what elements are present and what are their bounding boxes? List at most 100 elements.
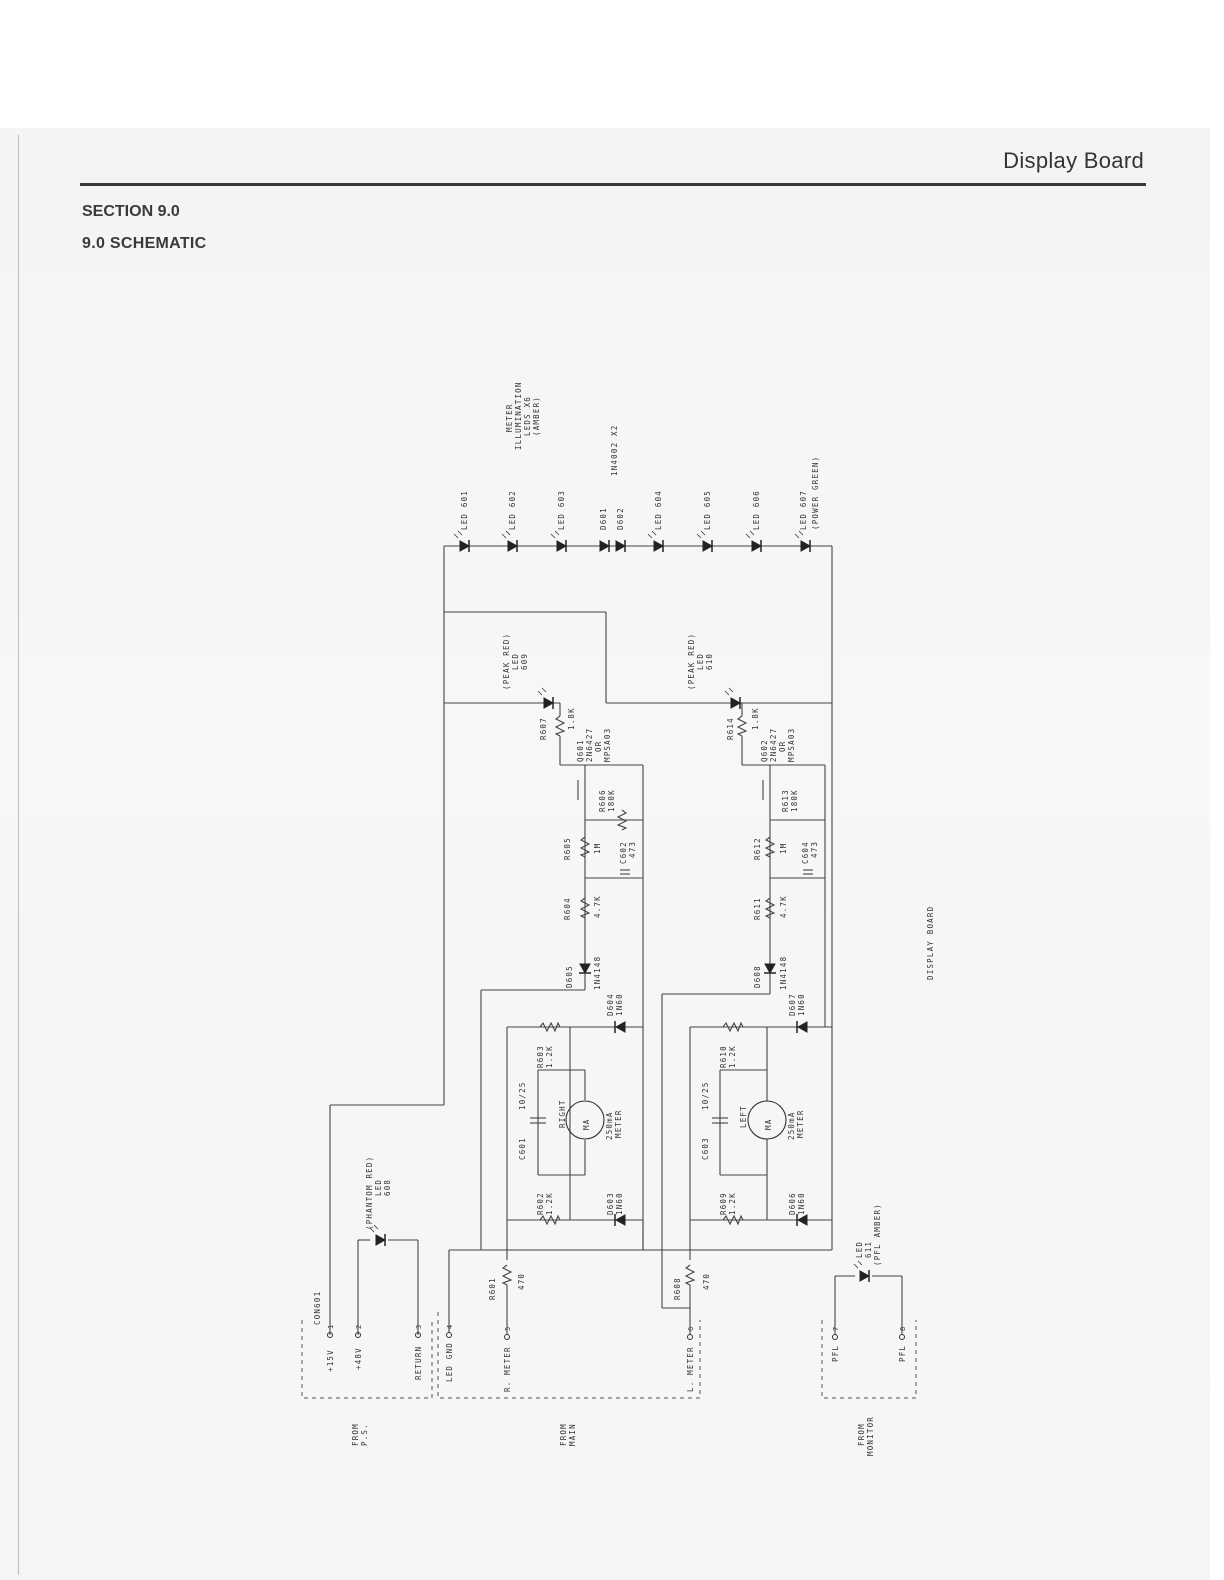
pin-num: 7: [832, 1326, 840, 1331]
led-label: LED 605: [703, 490, 712, 530]
r613-label: R613: [781, 789, 790, 812]
r607-label: R607: [539, 717, 548, 740]
c601-value: 10/25: [518, 1081, 527, 1110]
pin-num: 6: [687, 1326, 695, 1331]
pin-name: RETURN: [414, 1346, 423, 1380]
r601-label: R601: [488, 1277, 497, 1300]
led-609-icon: [537, 687, 554, 710]
q601-alt: MPSA03: [603, 728, 612, 762]
r613-value: 180K: [790, 789, 799, 812]
r604-label: R604: [563, 897, 572, 920]
r608-value: 470: [702, 1273, 711, 1290]
pin-name: LED GND: [445, 1342, 454, 1382]
r607-icon: [555, 715, 565, 737]
d604-icon: [614, 1020, 626, 1034]
header-rule: [80, 183, 1146, 186]
c604-value: 473: [810, 841, 819, 858]
q602-alt: MPSA03: [787, 728, 796, 762]
led-601-icon: [453, 530, 470, 553]
r607-value: 1.8K: [567, 707, 576, 730]
phantom-led-label: 608: [383, 1179, 392, 1196]
r611-value: 4.7K: [779, 895, 788, 918]
diode-label: D602: [616, 507, 625, 530]
section-label: SECTION 9.0: [82, 203, 180, 220]
r601-icon: [502, 1264, 512, 1286]
led-604-icon: [647, 530, 664, 553]
c602-label: C602: [619, 841, 628, 864]
r604-value: 4.7K: [593, 895, 602, 918]
meter-right-sym: MA: [582, 1119, 591, 1130]
pin-name: PFL: [831, 1345, 840, 1362]
led-605-icon: [696, 530, 713, 553]
pin-name: +15V: [326, 1349, 335, 1372]
r610-value: 1.2K: [728, 1045, 737, 1068]
page-background: [0, 128, 1210, 1580]
meter-left-value: 250mA: [787, 1111, 796, 1140]
led-label: LED 602: [508, 490, 517, 530]
r602-value: 1.2K: [545, 1192, 554, 1215]
led-611-icon: [853, 1260, 870, 1283]
q602-label: Q602: [760, 739, 769, 762]
r614-value: 1.8K: [751, 707, 760, 730]
meter-left-name: LEFT: [739, 1105, 748, 1128]
meter-left-icon: [747, 1100, 787, 1140]
peak-led-label: LED: [696, 653, 705, 670]
c603-value: 10/25: [701, 1081, 710, 1110]
meter-note: ILLUMINATION: [514, 381, 523, 450]
source-label: P.S.: [360, 1423, 369, 1446]
diode-label: D601: [599, 507, 608, 530]
source-label: FROM: [857, 1423, 866, 1446]
header-title: Display Board: [1003, 148, 1144, 173]
pin-name: +48V: [354, 1347, 363, 1370]
q601-type: 2N6427: [585, 728, 594, 762]
led-label: LED 606: [752, 490, 761, 530]
d608-icon: [763, 963, 777, 974]
board-label: DISPLAY BOARD: [926, 906, 935, 980]
d606-label: D606: [788, 1192, 797, 1215]
d607-label: D607: [788, 993, 797, 1016]
led-label: LED 603: [557, 490, 566, 530]
meter-left-word: METER: [796, 1109, 805, 1138]
peak-led-label: 609: [520, 653, 529, 670]
led-603-icon: [550, 530, 567, 553]
led-label: (POWER GREEN): [811, 456, 820, 530]
r606-value: 180K: [607, 789, 616, 812]
r609-label: R609: [719, 1192, 728, 1215]
r608-icon: [685, 1264, 695, 1286]
r603-label: R603: [536, 1045, 545, 1068]
led-610-icon: [724, 687, 741, 710]
r611-label: R611: [753, 897, 762, 920]
pin-num: 4: [446, 1324, 454, 1329]
meter-right-word: METER: [614, 1109, 623, 1138]
d607-icon: [796, 1020, 808, 1034]
r602-label: R602: [536, 1192, 545, 1215]
source-label: FROM: [351, 1423, 360, 1446]
led-label: LED 607: [799, 490, 808, 530]
phantom-led-label: (PHANTOM RED): [365, 1156, 374, 1230]
d603-value: 1N60: [615, 1192, 624, 1215]
r605-value: 1M: [593, 843, 602, 854]
r614-label: R614: [726, 717, 735, 740]
source-label: MAIN: [568, 1423, 577, 1446]
pfl-led-label: 611: [864, 1241, 873, 1258]
r609-value: 1.2K: [728, 1192, 737, 1215]
pfl-led-label: (PFL AMBER): [873, 1203, 882, 1266]
meter-note: METER: [505, 403, 514, 432]
d603-label: D603: [606, 1192, 615, 1215]
led-label: LED 601: [460, 490, 469, 530]
c601-label: C601: [518, 1137, 527, 1160]
led-606-icon: [745, 530, 762, 553]
d605-value: 1N4148: [593, 956, 602, 990]
q601-or: OR: [594, 741, 603, 752]
led-607-icon: [794, 530, 811, 553]
q601-label: Q601: [576, 739, 585, 762]
r614-icon: [737, 715, 747, 737]
peak-led-label: 610: [705, 653, 714, 670]
pin-num: 1: [327, 1324, 335, 1329]
led-602-icon: [501, 530, 518, 553]
section-title: 9.0 SCHEMATIC: [82, 235, 207, 252]
d602-icon: [615, 539, 626, 553]
d608-label: D608: [753, 965, 762, 988]
d606-value: 1N60: [797, 1192, 806, 1215]
